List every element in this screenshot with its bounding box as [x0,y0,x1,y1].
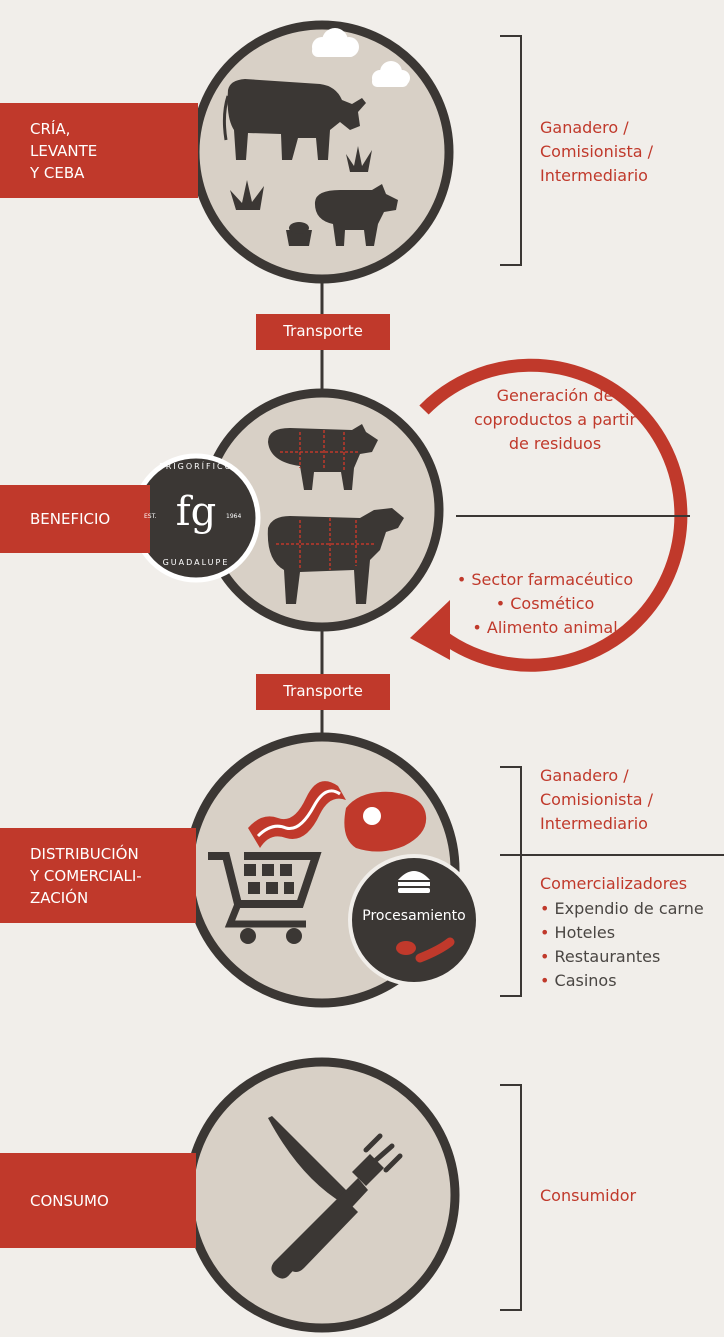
pig-icon [314,184,398,246]
cycle-items: • Sector farmacéutico • Cosmético • Alim… [440,568,650,640]
stage-label-line: DISTRIBUCIÓN [30,844,139,863]
processing-label: Procesamiento [362,908,466,924]
cycle-item: • Cosmético [495,594,595,613]
processing-circle [348,854,480,986]
stage-label-beneficio: BENEFICIO [0,485,150,553]
cloud-icon [312,28,359,57]
stage-circle-consumo [184,1057,460,1333]
stage-label-line: BENEFICIO [30,510,111,528]
distribution-item: • Casinos [540,971,617,990]
cart-icon [208,852,322,944]
actor-line: Ganadero / [540,118,629,137]
distribution-item: • Hoteles [540,923,616,942]
stage-label-line: Y CEBA [30,163,85,182]
logo-year: 1964 [226,513,242,520]
bracket-distribution [500,766,522,997]
bracket-consumer [500,1084,522,1311]
sausage-icon [396,937,455,963]
distribution-item: • Restaurantes [540,947,661,966]
stage-label-line: LEVANTE [30,141,98,160]
bracket-top [500,35,522,266]
cloud-icon [372,61,410,87]
feed-bowl-icon [286,222,312,246]
stage-label-cria: CRÍA, LEVANTE Y CEBA [0,103,198,198]
logo-est: EST. [144,513,157,520]
actor-line: Ganadero / [540,766,629,785]
distribution-actors: Ganadero / Comisionista / Intermediario [540,764,653,836]
grass-icon [346,146,372,172]
pig-cuts-icon [268,424,378,490]
cycle-item: • Sector farmacéutico [456,570,634,589]
stage-label-line: ZACIÓN [30,888,89,907]
stage-label-consumo: CONSUMO [0,1153,196,1248]
steak-icon [344,791,427,852]
cycle-arrow [410,358,688,672]
actor-line: Comisionista / [540,790,654,809]
logo-bottom-text: GUADALUPE [162,558,230,567]
cow-cuts-icon [267,508,404,604]
transport-badge: Transporte [256,674,390,710]
logo-mark: fg [175,489,217,535]
cycle-title-line: Generación de [496,386,614,405]
stage-label-line: CRÍA, [30,119,71,138]
cycle-title-line: coproductos a partir [473,410,637,429]
cow-icon [222,79,366,160]
burger-icon [398,871,430,893]
actor-line: Comisionista / [540,142,654,161]
cycle-title-line: de residuos [508,434,602,453]
actor-line: Intermediario [540,166,648,185]
logo-top-text: FRIGORÍFICO [159,462,233,471]
knife-fork-icon [268,1116,403,1279]
bacon-icon [248,781,346,848]
stage-label-distribucion: DISTRIBUCIÓN Y COMERCIALI- ZACIÓN [0,828,196,923]
distribution-items: • Expendio de carne • Hoteles • Restaura… [540,897,704,993]
grass-icon [230,180,264,210]
consumer-label: Consumidor [540,1186,637,1205]
stage-label-line: CONSUMO [30,1191,109,1210]
actor-line: Intermediario [540,814,648,833]
distribution-item: • Expendio de carne [540,899,704,918]
cycle-item: • Alimento animal [472,618,618,637]
transport-badge: Transporte [256,314,390,350]
cycle-title: Generación de coproductos a partir de re… [450,384,660,456]
stage-label-line: Y COMERCIALI- [30,866,142,885]
distribution-heading: Comercializadores [540,874,688,893]
actors-top: Ganadero / Comisionista / Intermediario [540,116,653,188]
